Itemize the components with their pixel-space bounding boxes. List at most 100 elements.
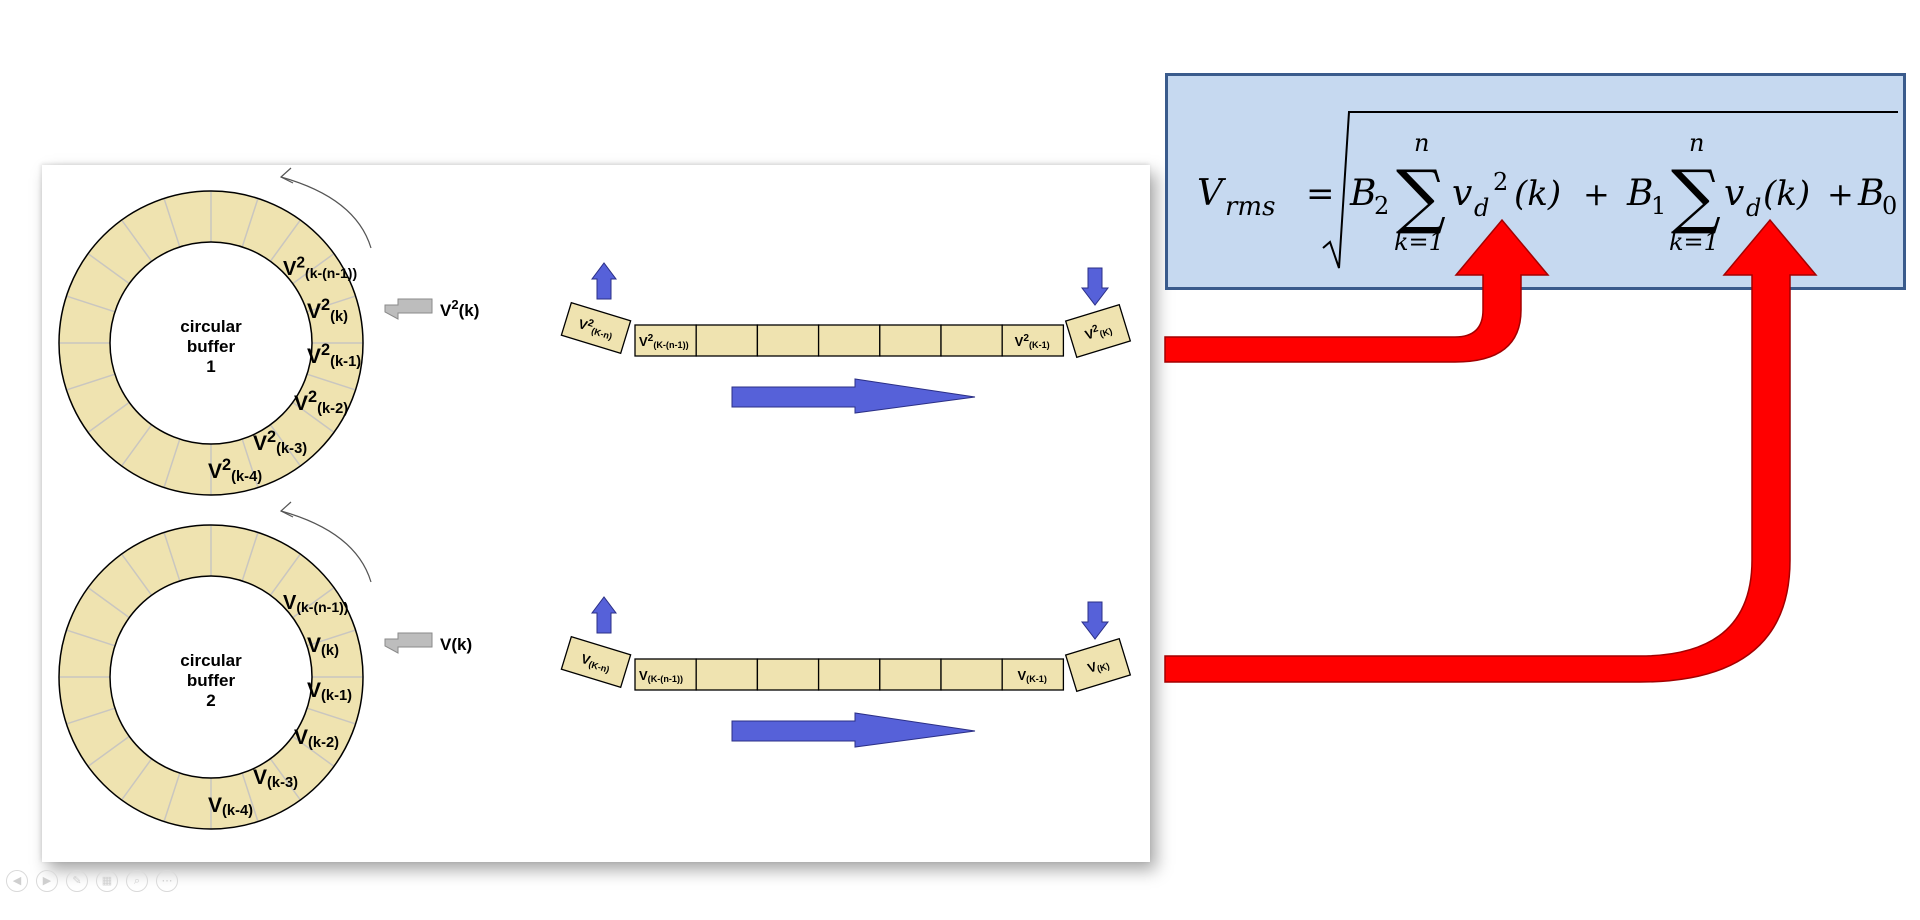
sum-squares-connector-arrow [1164, 218, 1550, 363]
buffer-name-line: buffer [187, 337, 236, 356]
ring-cell-divider [121, 758, 153, 801]
ring-cell-divider [66, 373, 116, 391]
ring-cell-divider [87, 587, 130, 619]
buffer-1-group: circularbuffer1V2(k-(n-1))V2(k)V2(k-1)V2… [58, 167, 1132, 496]
ring-inner-edge [109, 575, 313, 779]
rotation-arrowhead-icon [279, 501, 294, 518]
ring-label: V(k-4) [208, 794, 253, 819]
sum-values-connector-arrow [1164, 218, 1818, 683]
inserted-cell: V2(K) [1064, 303, 1132, 359]
removed-cell-box [560, 301, 632, 355]
ring-cell-divider [66, 707, 116, 725]
sum-symbol-2: ∑ [1671, 155, 1721, 237]
ring-cell-divider [306, 295, 356, 313]
ring-cell-divider [66, 629, 116, 647]
sqrt-radical [1322, 111, 1898, 269]
rotation-arrowhead-icon [279, 167, 294, 184]
ring-cell-divider [306, 629, 356, 647]
previous-slide-icon[interactable]: ◀ [6, 870, 28, 892]
ring-label: V2(k-(n-1)) [283, 254, 357, 280]
ring-label: V2(k-3) [253, 428, 307, 457]
moving-average-arrow-icon [731, 712, 976, 748]
formula-b0-sub: 0 [1882, 192, 1897, 220]
formula-lhs: V [1197, 173, 1227, 214]
more-options-icon[interactable]: ⋯ [156, 870, 178, 892]
ring-cell-divider [306, 373, 356, 391]
ring-label: V2(k-4) [208, 456, 262, 485]
formula-equals: = [1306, 174, 1335, 214]
ring-label: V(k-1) [307, 679, 352, 704]
moving-average-cell [817, 658, 881, 691]
ring-outer-edge [58, 524, 364, 830]
buffer-name-line: circular [180, 317, 242, 336]
remove-arrow-icon [591, 262, 617, 300]
moving-average-cell [1001, 324, 1065, 357]
ring-cell-divider [306, 707, 356, 725]
formula-b0: B [1857, 173, 1884, 214]
inserted-cell-box [1064, 303, 1132, 359]
buffer-name-line: 1 [206, 357, 215, 376]
formula-term1-arg: (k) [1514, 174, 1561, 214]
inserted-cell-box [1064, 637, 1132, 693]
formula-b2: B [1349, 173, 1376, 214]
inserted-cell: V(K) [1064, 637, 1132, 693]
next-slide-icon[interactable]: ▶ [36, 870, 58, 892]
input-arrow-icon [384, 632, 433, 654]
last-cell-label: V(K-1) [1018, 668, 1047, 684]
remove-arrow-icon [591, 596, 617, 634]
zoom-icon[interactable]: ⌕ [126, 870, 148, 892]
input-arrow-icon [384, 298, 433, 320]
first-cell-label: V2(K-(n-1)) [639, 333, 689, 350]
ring-cell-divider [292, 401, 335, 433]
sum-lower-1: k=1 [1394, 228, 1444, 256]
moving-average-arrow-icon [731, 378, 976, 414]
ring-cell-divider [163, 198, 181, 248]
moving-average-cell [756, 324, 820, 357]
ring-label: V2(k-1) [307, 341, 361, 370]
formula-lhs-sub: rms [1225, 192, 1275, 222]
slideshow-toolbar: ◀ ▶ ✎ ▦ ⌕ ⋯ [6, 870, 178, 894]
ring-label: V(k-2) [294, 726, 339, 751]
moving-average-cell [1001, 658, 1065, 691]
formula-term2-sub: d [1746, 194, 1761, 222]
last-cell-label: V2(K-1) [1015, 333, 1050, 350]
ring-cell-divider [269, 553, 301, 596]
slides-grid-icon[interactable]: ▦ [96, 870, 118, 892]
formula-plus-2: + [1827, 175, 1854, 213]
formula-term1-sup: 2 [1493, 168, 1508, 196]
moving-average-cell [940, 324, 1003, 357]
moving-average-cell [695, 324, 759, 357]
ring-cell-divider [66, 295, 116, 313]
pen-icon[interactable]: ✎ [66, 870, 88, 892]
insert-arrow-icon [1080, 267, 1110, 306]
ring-cell-divider [121, 219, 153, 262]
ring-inner-edge [109, 241, 313, 445]
moving-average-cell [634, 324, 697, 357]
removed-cell: V(K-n) [560, 635, 632, 689]
ring-cell-divider [241, 438, 259, 488]
moving-average-cell [695, 658, 759, 691]
ring-label: V(k-3) [253, 766, 298, 791]
buffer-name-line: 2 [206, 691, 215, 710]
ring-cell-divider [87, 401, 130, 433]
ring-cell-divider [163, 438, 181, 488]
ring-cell-divider [87, 735, 130, 767]
formula-b2-sub: 2 [1374, 192, 1389, 220]
rotation-arc [280, 510, 372, 583]
moving-average-cell [879, 658, 942, 691]
moving-average-cell [940, 658, 1003, 691]
ring-cell-divider [241, 532, 259, 582]
buffer-2-group: circularbuffer2V(k-(n-1))V(k)V(k-1)V(k-2… [58, 501, 1132, 830]
ring-cell-divider [121, 553, 153, 596]
inserted-cell-label: V2(K) [1083, 319, 1114, 343]
ring-label: V2(k-2) [294, 388, 348, 417]
formula-b1: B [1626, 173, 1653, 214]
ring-cell-divider [241, 772, 259, 822]
ring-cell-divider [121, 424, 153, 467]
moving-average-cell [817, 324, 881, 357]
formula-term2: v [1724, 173, 1744, 214]
moving-average-cell [756, 658, 820, 691]
